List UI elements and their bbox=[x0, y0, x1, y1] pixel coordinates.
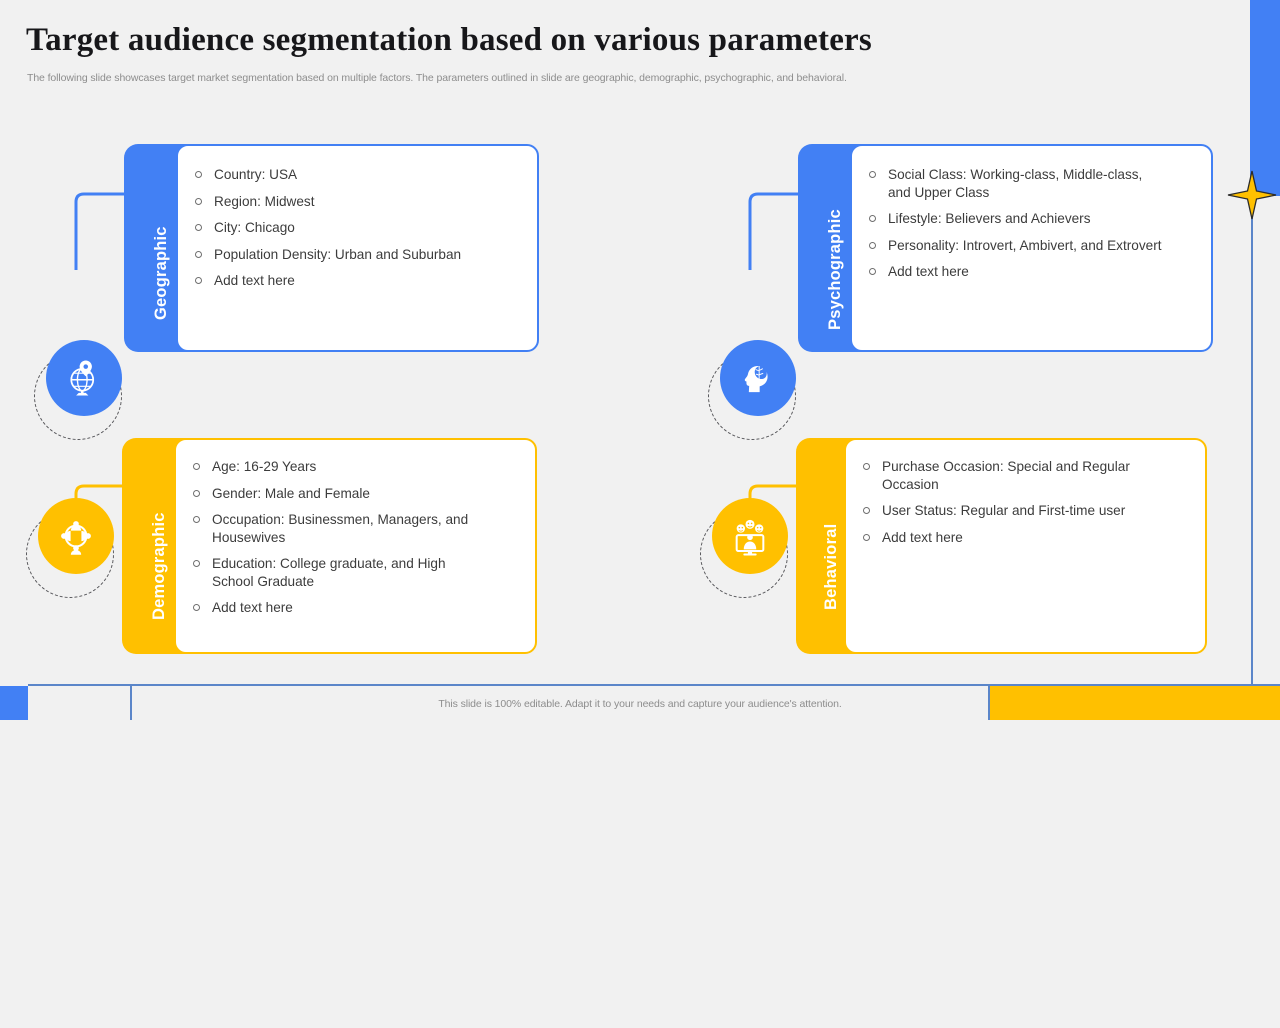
footer-note: This slide is 100% editable. Adapt it to… bbox=[438, 698, 842, 710]
content-card-psychographic bbox=[850, 144, 1213, 352]
list-item: Region: Midwest bbox=[192, 193, 512, 211]
decor-bottom-horizontal-line bbox=[28, 684, 1280, 686]
bullet-list-geographic: Country: USA Region: Midwest City: Chica… bbox=[192, 166, 512, 299]
content-card-geographic bbox=[176, 144, 539, 352]
bullet-marker-icon bbox=[195, 277, 202, 284]
bullet-marker-icon bbox=[193, 516, 200, 523]
decor-bottom-divider-right bbox=[988, 686, 990, 720]
card-demographic[interactable]: Demographic bbox=[0, 424, 600, 664]
bullet-marker-icon bbox=[869, 268, 876, 275]
bullet-marker-icon bbox=[195, 224, 202, 231]
list-item: Occupation: Businessmen, Managers, and H… bbox=[190, 511, 490, 546]
list-item: Personality: Introvert, Ambivert, and Ex… bbox=[866, 237, 1166, 255]
list-item: Add text here bbox=[190, 599, 490, 617]
bullet-marker-icon bbox=[193, 463, 200, 470]
list-item: Add text here bbox=[192, 272, 512, 290]
people-network-icon bbox=[38, 498, 114, 574]
bullet-list-psychographic: Social Class: Working-class, Middle-clas… bbox=[866, 166, 1166, 290]
bullet-list-demographic: Age: 16-29 Years Gender: Male and Female… bbox=[190, 458, 490, 626]
page-title: Target audience segmentation based on va… bbox=[26, 22, 872, 58]
card-label-geographic: Geographic bbox=[152, 226, 170, 320]
icon-badge-geographic[interactable] bbox=[28, 336, 138, 446]
list-item: Gender: Male and Female bbox=[190, 485, 490, 503]
card-geographic[interactable]: Geographic Country: USA Reg bbox=[0, 132, 600, 440]
card-label-psychographic: Psychographic bbox=[826, 209, 844, 330]
list-item: Education: College graduate, and High Sc… bbox=[190, 555, 490, 590]
list-item: Country: USA bbox=[192, 166, 512, 184]
bullet-marker-icon bbox=[193, 560, 200, 567]
bullet-list-behavioral: Purchase Occasion: Special and Regular O… bbox=[860, 458, 1160, 555]
decor-bottom-left-blue-block bbox=[0, 686, 28, 720]
decor-blue-rectangle bbox=[1250, 0, 1280, 196]
bullet-marker-icon bbox=[193, 489, 200, 497]
bullet-marker-icon bbox=[195, 197, 202, 205]
list-item: Lifestyle: Believers and Achievers bbox=[866, 210, 1166, 228]
connector-line-behavioral bbox=[748, 484, 812, 562]
card-label-behavioral: Behavioral bbox=[822, 523, 840, 610]
icon-badge-behavioral[interactable] bbox=[694, 494, 804, 604]
decor-bottom-divider-left bbox=[130, 686, 132, 720]
content-card-behavioral bbox=[844, 438, 1207, 654]
bullet-marker-icon bbox=[863, 463, 870, 470]
bullet-marker-icon bbox=[195, 171, 202, 178]
list-item: Social Class: Working-class, Middle-clas… bbox=[866, 166, 1166, 201]
icon-badge-demographic-inner[interactable] bbox=[20, 494, 130, 604]
globe-pin-icon bbox=[46, 340, 122, 416]
bullet-marker-icon bbox=[869, 171, 876, 178]
card-behavioral[interactable]: Behavioral bbox=[674, 424, 1280, 664]
slide-canvas: Target audience segmentation based on va… bbox=[0, 0, 1280, 720]
decor-right-vertical-line bbox=[1251, 196, 1253, 684]
icon-badge-demographic[interactable] bbox=[20, 918, 130, 1028]
list-item: Add text here bbox=[860, 529, 1160, 547]
list-item: Age: 16-29 Years bbox=[190, 458, 490, 476]
list-item: City: Chicago bbox=[192, 219, 512, 237]
decor-bottom-right-yellow-bar bbox=[990, 686, 1280, 720]
list-item: Purchase Occasion: Special and Regular O… bbox=[860, 458, 1160, 493]
bullet-marker-icon bbox=[193, 604, 200, 611]
list-item: Add text here bbox=[866, 263, 1166, 281]
connector-line-psychographic bbox=[748, 192, 812, 270]
bullet-marker-icon bbox=[863, 507, 870, 514]
bullet-marker-icon bbox=[863, 533, 870, 541]
content-card-demographic bbox=[174, 438, 537, 654]
page-subtitle: The following slide showcases target mar… bbox=[27, 72, 847, 84]
connector-line-geographic bbox=[74, 192, 138, 270]
user-feedback-icon bbox=[712, 498, 788, 574]
connector-line-demographic bbox=[74, 484, 138, 562]
card-psychographic[interactable]: Psychographic Social Class: Working-clas… bbox=[674, 132, 1280, 440]
list-item: User Status: Regular and First-time user bbox=[860, 502, 1160, 520]
card-label-demographic: Demographic bbox=[150, 512, 168, 620]
bullet-marker-icon bbox=[195, 250, 202, 258]
icon-badge-psychographic[interactable] bbox=[702, 336, 812, 446]
list-item: Population Density: Urban and Suburban bbox=[192, 246, 512, 264]
brain-head-icon bbox=[720, 340, 796, 416]
four-point-star-icon bbox=[1226, 169, 1278, 221]
bullet-marker-icon bbox=[869, 215, 876, 222]
bullet-marker-icon bbox=[869, 241, 876, 249]
